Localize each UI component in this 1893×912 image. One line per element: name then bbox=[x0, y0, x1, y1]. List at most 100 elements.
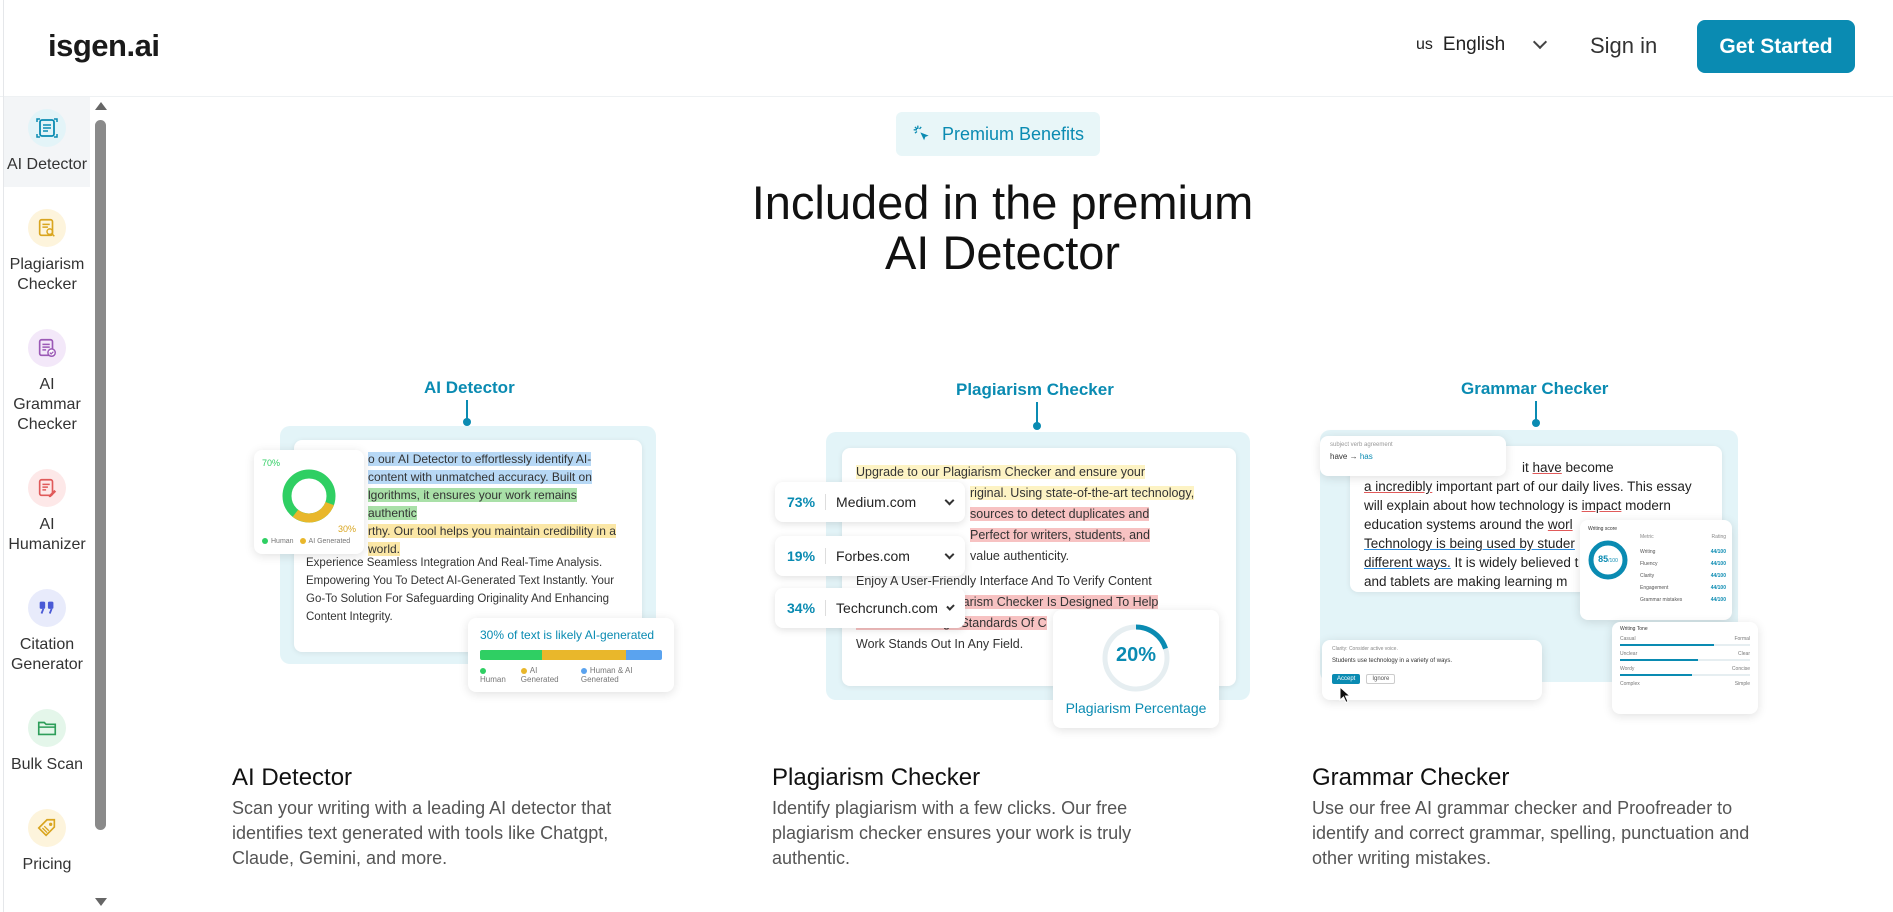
plagiarism-gauge-card: 20% Plagiarism Percentage bbox=[1053, 610, 1219, 728]
error-word[interactable]: have bbox=[1532, 460, 1562, 475]
source-row[interactable]: 19% Forbes.com bbox=[775, 536, 965, 576]
humanizer-icon bbox=[28, 469, 66, 507]
language-select[interactable]: us English bbox=[1416, 34, 1548, 56]
tone-right: Simple bbox=[1734, 681, 1750, 687]
source-percent: 73% bbox=[787, 494, 816, 510]
plain-text: value authenticity. bbox=[970, 549, 1070, 563]
sidebar-item-ai-humanizer[interactable]: AI Humanizer bbox=[4, 469, 90, 555]
tone-left: Complex bbox=[1620, 681, 1640, 687]
sidebar-item-label: Citation Generator bbox=[10, 636, 84, 673]
score-row-name: Grammar mistakes bbox=[1640, 597, 1683, 603]
source-row[interactable]: 73% Medium.com bbox=[775, 482, 965, 522]
illustration-label-plagiarism: Plagiarism Checker bbox=[956, 380, 1114, 399]
grammar-icon bbox=[28, 329, 66, 367]
highlight-text: rthy. Our tool helps you maintain credib… bbox=[368, 524, 616, 538]
accept-button[interactable]: Accept bbox=[1332, 674, 1361, 684]
get-started-button[interactable]: Get Started bbox=[1697, 20, 1855, 73]
sidebar-border bbox=[3, 0, 4, 912]
card-title-ai-detector: AI Detector bbox=[232, 764, 353, 791]
tone-right: Clear bbox=[1738, 651, 1750, 657]
bar-legend: Human AI Generated Human & AI Generated bbox=[480, 666, 662, 684]
tone-right: Formal bbox=[1734, 636, 1750, 642]
clarity-underline[interactable]: different ways. bbox=[1364, 555, 1451, 570]
text-chunk: and tablets are making learning m bbox=[1364, 574, 1568, 589]
folder-icon bbox=[28, 709, 66, 747]
plain-text: Work Stands Out In Any Field. bbox=[856, 637, 1024, 651]
tone-left: Wordy bbox=[1620, 666, 1635, 672]
source-name: Forbes.com bbox=[825, 548, 936, 564]
error-word[interactable]: a incredibly bbox=[1364, 479, 1433, 494]
score-title: Writing score bbox=[1588, 526, 1618, 532]
tip-to[interactable]: has bbox=[1359, 452, 1373, 461]
score-row-name: Fluency bbox=[1640, 561, 1658, 567]
top-header: isgen.ai us English Sign in Get Started bbox=[0, 0, 1893, 97]
card-desc-plagiarism: Identify plagiarism with a few clicks. O… bbox=[772, 798, 1132, 868]
sidebar-item-pricing[interactable]: Pricing bbox=[4, 809, 90, 875]
sidebar-scrollbar-thumb[interactable] bbox=[95, 120, 106, 830]
source-percent: 19% bbox=[787, 548, 816, 564]
premium-benefits-badge: Premium Benefits bbox=[896, 112, 1101, 156]
sign-in-link[interactable]: Sign in bbox=[1590, 33, 1658, 58]
grammar-tip-card: subject verb agreement have → has bbox=[1320, 436, 1506, 476]
illustration-label-grammar: Grammar Checker bbox=[1461, 379, 1609, 398]
donut-ai-pct: 30% bbox=[338, 524, 357, 534]
text-chunk: become bbox=[1561, 460, 1614, 475]
highlight-text: Upgrade to our Plagiarism Checker and en… bbox=[856, 465, 1146, 479]
pin-marker bbox=[1532, 401, 1540, 427]
logo[interactable]: isgen.ai bbox=[48, 28, 160, 63]
pin-marker bbox=[1033, 402, 1041, 430]
clarity-underline[interactable]: Technology is being used by studer bbox=[1364, 536, 1575, 551]
ai-detector-icon bbox=[28, 109, 66, 147]
card-desc-ai-detector: Scan your writing with a leading AI dete… bbox=[232, 798, 612, 868]
ai-detector-paragraph: Experience Seamless Integration And Real… bbox=[306, 557, 615, 623]
clarity-text: Students use technology in a variety of … bbox=[1332, 658, 1453, 664]
badge-label: Premium Benefits bbox=[942, 123, 1085, 144]
gauge-label: Plagiarism Percentage bbox=[1065, 700, 1207, 716]
legend-human: Human bbox=[271, 538, 294, 545]
scroll-down-arrow[interactable] bbox=[95, 898, 107, 906]
chevron-down-icon bbox=[946, 601, 955, 611]
score-row-val: 44/100 bbox=[1710, 549, 1726, 555]
card-title-plagiarism: Plagiarism Checker bbox=[772, 764, 981, 791]
sidebar-item-label: AI Humanizer bbox=[8, 516, 86, 553]
legend-ai: AI Generated bbox=[308, 538, 351, 545]
text-chunk: important part of our daily lives. This … bbox=[1432, 479, 1692, 494]
sidebar-item-citation-generator[interactable]: Citation Generator bbox=[4, 589, 90, 675]
ignore-button[interactable]: Ignore bbox=[1366, 674, 1396, 684]
highlight-text: content with unmatched accuracy. Built o… bbox=[368, 470, 592, 484]
error-word[interactable]: worl bbox=[1547, 517, 1573, 532]
error-word[interactable]: impact bbox=[1581, 498, 1622, 513]
illustration-label-ai-detector: AI Detector bbox=[424, 378, 515, 397]
text-chunk: education systems around the bbox=[1364, 517, 1548, 532]
sidebar-item-label: AI Detector bbox=[6, 156, 88, 173]
sidebar-item-plagiarism-checker[interactable]: Plagiarism Checker bbox=[4, 209, 90, 295]
sidebar-item-ai-grammar-checker[interactable]: AI Grammar Checker bbox=[4, 329, 90, 435]
source-row[interactable]: 34% Techcrunch.com bbox=[775, 588, 965, 628]
scroll-up-arrow[interactable] bbox=[95, 102, 107, 110]
card-title-grammar: Grammar Checker bbox=[1312, 764, 1510, 791]
score-row-val: 44/100 bbox=[1710, 573, 1726, 579]
bar-legend-ai: AI Generated bbox=[520, 666, 559, 684]
score-row-name: Engagement bbox=[1640, 585, 1669, 591]
sidebar-item-bulk-scan[interactable]: Bulk Scan bbox=[4, 709, 90, 775]
bar-legend-human: Human bbox=[480, 675, 506, 684]
score-row-val: 44/100 bbox=[1710, 597, 1726, 603]
bar-legend-mixed: Human & AI Generated bbox=[580, 666, 633, 684]
text-chunk: It is widely believed t bbox=[1450, 555, 1579, 570]
donut-card: 70% 30% Human AI Generated bbox=[254, 450, 364, 554]
citation-icon bbox=[28, 589, 66, 627]
sidebar-item-ai-detector[interactable]: AI Detector bbox=[4, 97, 90, 187]
score-max: /100 bbox=[1608, 558, 1618, 564]
plain-text: Enjoy A User-Friendly Interface And To V… bbox=[856, 574, 1152, 588]
plagiarism-icon bbox=[28, 209, 66, 247]
source-percent: 34% bbox=[787, 600, 816, 616]
chevron-down-icon bbox=[1533, 34, 1548, 50]
tone-left: Casual bbox=[1620, 636, 1636, 642]
highlight-text: sources to detect duplicates and bbox=[970, 507, 1150, 521]
score-row-name: Clarity bbox=[1640, 573, 1655, 579]
text-chunk: modern bbox=[1621, 498, 1671, 513]
